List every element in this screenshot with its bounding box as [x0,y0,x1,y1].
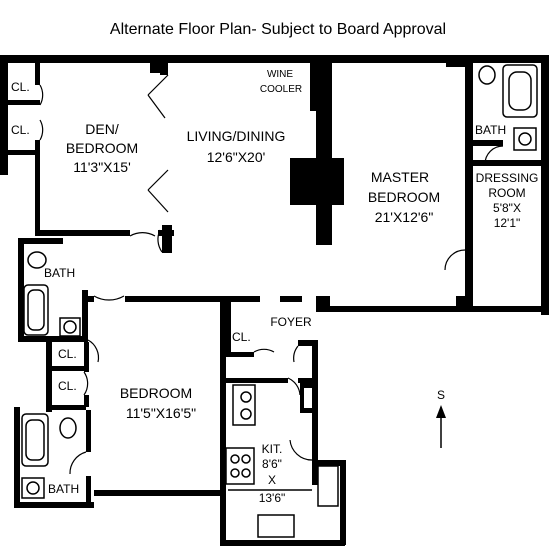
den-label-2: BEDROOM [66,140,138,156]
bath-label-bottom: BATH [48,482,79,496]
kitchen-dimensions-1: 8'6" [262,457,282,471]
dressing-room-label-2: ROOM [488,186,525,200]
living-dining-label: LIVING/DINING [187,128,286,144]
closet-label-foyer: CL. [232,330,251,344]
den-dimensions: 11'3"X15' [73,159,131,175]
door-swings [39,74,504,475]
compass: S [436,388,446,448]
walls [0,55,549,546]
plan-title: Alternate Floor Plan- Subject to Board A… [110,21,446,38]
bath-label-left: BATH [44,266,75,280]
compass-label: S [437,388,445,402]
kitchen-dimensions-3: 13'6" [259,491,286,505]
bedroom-label: BEDROOM [120,385,192,401]
compass-arrow-icon [436,405,446,418]
kitchen-label: KIT. [262,442,283,456]
foyer-label: FOYER [270,315,312,329]
dressing-room-dimensions: 5'8"X [493,201,521,215]
closet-label-top-1: CL. [11,80,30,94]
master-bedroom-label-2: BEDROOM [368,189,440,205]
wine-cooler-label: WINE [267,69,293,80]
fixtures [21,64,538,538]
bath-label-top: BATH [475,123,506,137]
living-dining-dimensions: 12'6"X20' [207,149,266,165]
bedroom-dimensions: 11'5"X16'5" [126,405,196,421]
dressing-room-dimensions-2: 12'1" [494,216,521,230]
closet-label-mid-1: CL. [58,347,77,361]
master-bedroom-label: MASTER [371,169,429,185]
dressing-room-label: DRESSING [476,171,539,185]
room-labels: CL. CL. DEN/ BEDROOM 11'3"X15' WINE COOL… [11,69,538,505]
kitchen-dimensions-2: X [268,473,276,487]
closet-label-mid-2: CL. [58,379,77,393]
master-bedroom-dimensions: 21'X12'6" [375,209,434,225]
wine-cooler-label-2: COOLER [260,84,302,95]
den-label: DEN/ [85,121,119,137]
closet-label-top-2: CL. [11,123,30,137]
